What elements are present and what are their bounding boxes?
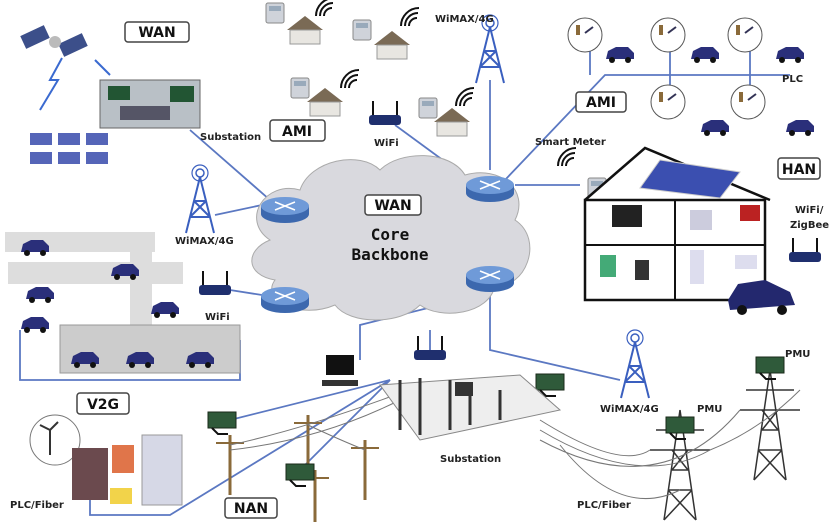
transmission-pylons <box>539 356 801 521</box>
distribution-poles <box>207 373 565 522</box>
substation-top-label: Substation <box>200 132 261 143</box>
wifi-left-label: WiFi <box>205 312 230 323</box>
computer-icon <box>322 355 358 386</box>
wan-top-label: WAN <box>138 25 175 41</box>
ami-box-left <box>269 119 326 142</box>
tv-icon <box>612 205 642 227</box>
smart-meter-signal-icon <box>557 147 577 167</box>
router-icon <box>260 286 310 314</box>
wimax-tower-bottom-icon <box>620 329 650 399</box>
wifi-zigbee-label-2: ZigBee <box>790 220 829 231</box>
plc-fiber-left-label: PLC/Fiber <box>10 500 64 511</box>
wifi-router-left-icon <box>198 270 232 296</box>
han-box <box>777 157 821 180</box>
ami-right-label: AMI <box>586 95 616 111</box>
nan-label: NAN <box>234 501 268 517</box>
ami-meters-right <box>567 17 814 136</box>
han-label: HAN <box>782 162 816 178</box>
v2g-box <box>76 392 130 415</box>
han-house <box>583 146 771 302</box>
backbone-label: Backbone <box>351 245 428 264</box>
router-icon <box>465 265 515 293</box>
nan-box <box>224 497 278 519</box>
wimax-tower-left-icon <box>185 164 215 234</box>
v2g-label: V2G <box>87 397 119 413</box>
solar-panels-icon <box>30 133 108 164</box>
router-icon <box>260 196 310 224</box>
plc-fiber-right-label: PLC/Fiber <box>577 500 631 511</box>
wimax-top-label: WiMAX/4G <box>435 14 494 25</box>
wan-box-top <box>124 21 190 43</box>
pmu-top-label: PMU <box>785 349 810 360</box>
wifi-zigbee-label-1: WiFi/ <box>795 205 824 216</box>
wifi-top-label: WiFi <box>374 138 399 149</box>
router-icon <box>465 175 515 203</box>
pmu-bottom-label: PMU <box>697 404 722 415</box>
substation-icon <box>379 374 562 441</box>
v2g-parking-area <box>5 232 241 374</box>
wan-box-core <box>364 194 422 216</box>
control-room-icon <box>99 79 201 129</box>
electric-car-icon <box>728 280 795 315</box>
wan-core-label: WAN <box>374 198 411 214</box>
zigbee-router-icon <box>788 237 822 263</box>
smart-meter-label: Smart Meter <box>535 137 606 148</box>
wimax-bottom-label: WiMAX/4G <box>600 404 659 415</box>
substation-bottom-label: Substation <box>440 454 501 465</box>
wifi-router-icon <box>368 100 402 126</box>
ami-left-label: AMI <box>282 124 312 140</box>
buildings-icon <box>29 414 183 506</box>
wimax-tower-top-icon <box>475 14 505 84</box>
satellite-icon <box>20 25 111 111</box>
ami-box-right <box>575 91 627 113</box>
wimax-left-label: WiMAX/4G <box>175 236 234 247</box>
plc-label: PLC <box>782 74 803 85</box>
core-label: Core <box>371 225 410 244</box>
